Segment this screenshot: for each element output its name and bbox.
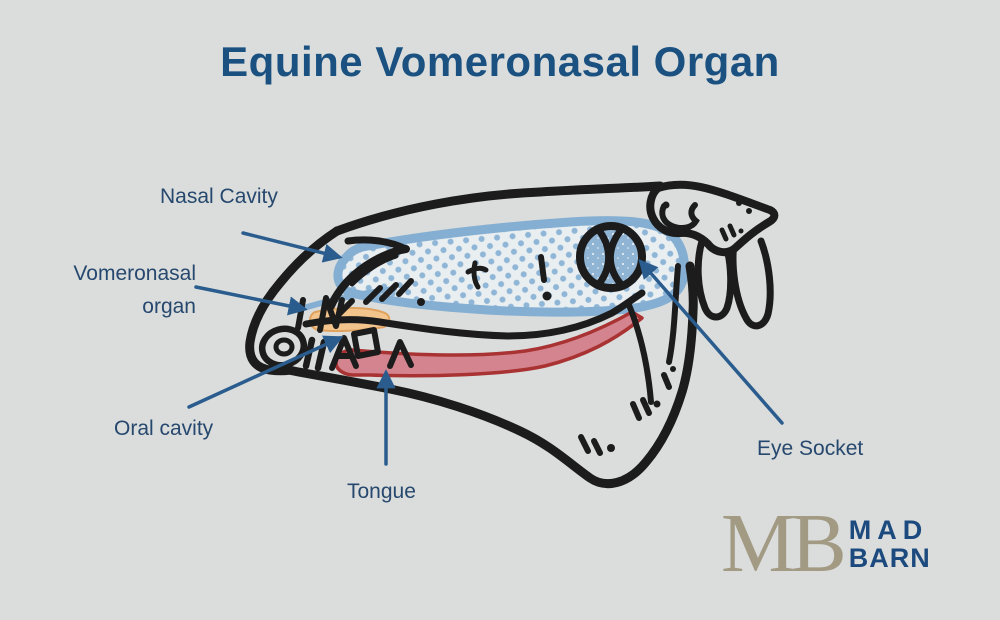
- madbarn-wordmark: MAD BARN: [849, 516, 931, 572]
- eye-socket-region: [576, 222, 646, 292]
- label-nasal-cavity: Nasal Cavity: [160, 185, 278, 208]
- arrow-nasal-cavity: [241, 231, 343, 263]
- madbarn-monogram: MB: [721, 497, 847, 590]
- madbarn-word-barn: BARN: [848, 543, 931, 573]
- label-eye-socket: Eye Socket: [757, 437, 864, 460]
- tongue-region: [334, 310, 644, 378]
- madbarn-word-mad: MAD: [848, 515, 929, 545]
- cranium: [646, 180, 779, 257]
- annotation-arrows: [187, 231, 784, 466]
- label-vomeronasal-line2: organ: [142, 295, 196, 318]
- label-vomeronasal-line1: Vomeronasal: [73, 262, 196, 285]
- label-tongue: Tongue: [347, 480, 416, 503]
- label-vomeronasal-organ: Vomeronasal organ: [36, 257, 196, 323]
- page-title: Equine Vomeronasal Organ: [220, 38, 780, 85]
- jaw-hinge-bones: [694, 237, 774, 330]
- arrow-vomeronasal-organ: [194, 285, 308, 316]
- nasal-cavity-accent-marks: [417, 254, 676, 452]
- madbarn-logo: MB MAD BARN: [721, 497, 931, 590]
- arrow-eye-socket: [638, 259, 784, 425]
- label-oral-cavity: Oral cavity: [114, 417, 214, 440]
- arrow-oral-cavity: [187, 335, 344, 409]
